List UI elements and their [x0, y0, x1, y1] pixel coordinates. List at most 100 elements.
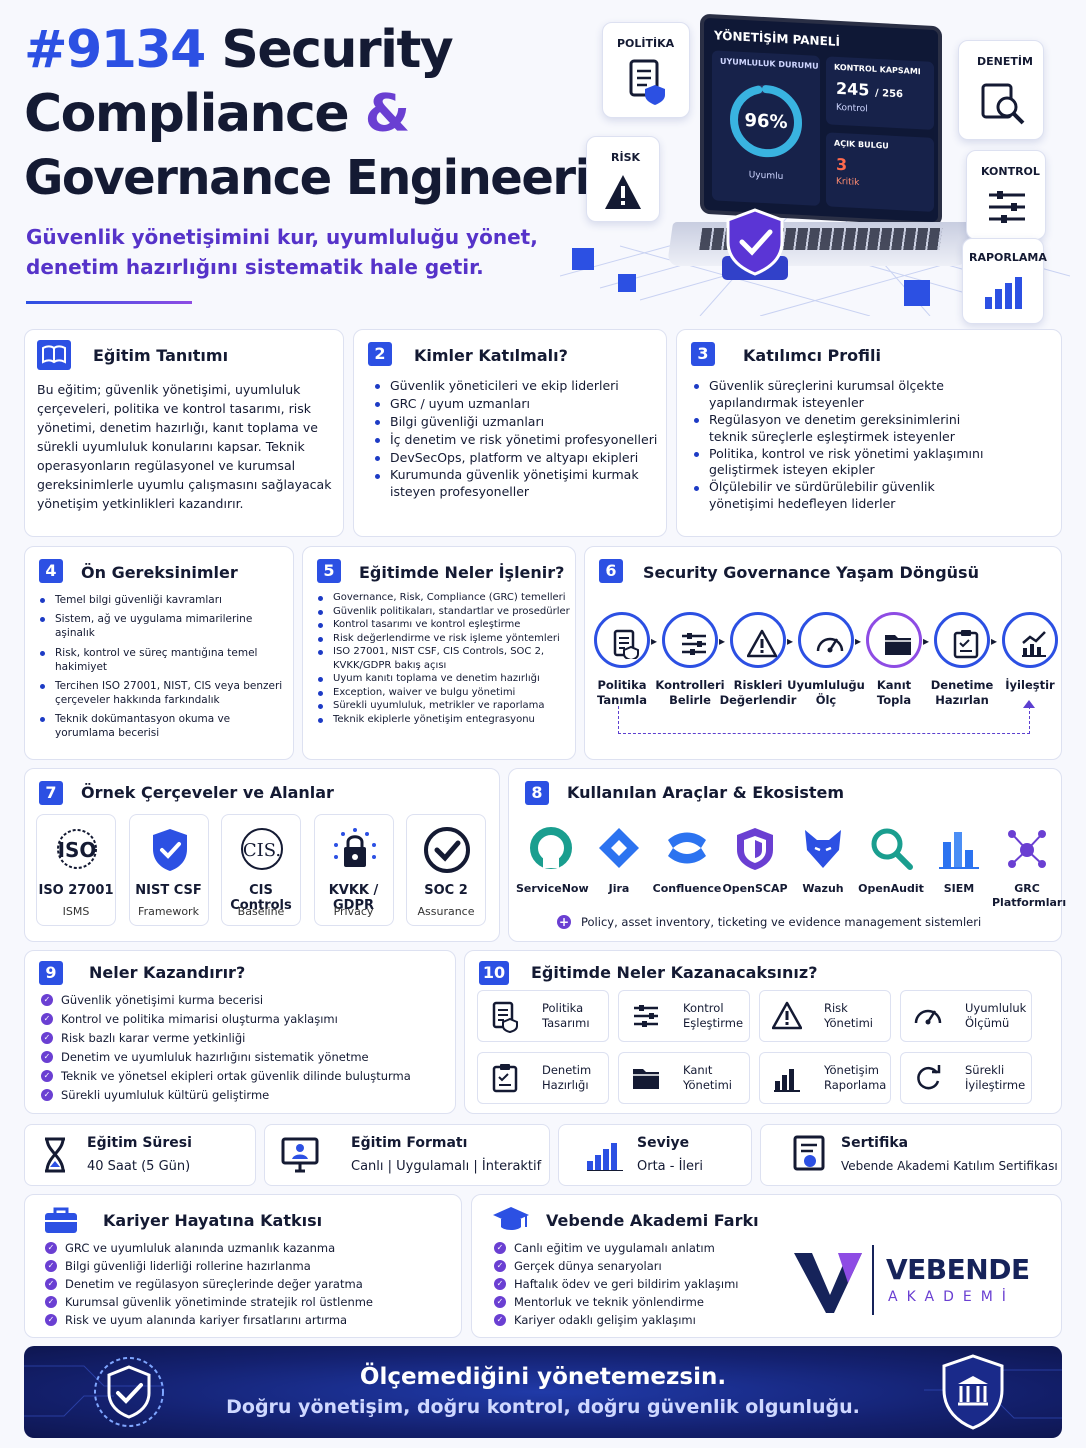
section-career: Kariyer Hayatına Katkısı GRC ve uyumlulu…: [24, 1194, 462, 1338]
hourglass-icon: [45, 1137, 65, 1173]
arrow-right-icon: ▸: [719, 634, 726, 648]
findings-card: AÇIK BULGU 3 Kritik: [826, 132, 934, 212]
list-item: GRC ve uyumluluk alanında uzmanlık kazan…: [43, 1239, 453, 1257]
list-item: Kontrol ve politika mimarisi oluşturma y…: [39, 1010, 449, 1028]
step-label-line2: Hazırlan: [935, 693, 989, 707]
tool-label: ServiceNow: [516, 882, 589, 896]
section-intro-body: Bu eğitim; güvenlik yönetişimi, uyumlulu…: [37, 382, 332, 511]
list-item: İç denetim ve risk yönetimi profesyonell…: [372, 432, 662, 449]
panel-title: YÖNETİŞİM PANELİ: [714, 28, 840, 49]
tool-label-line1: SIEM: [943, 882, 975, 895]
gain-label-line1: Risk: [824, 1001, 848, 1015]
audit-magnifier-icon: [981, 83, 1025, 125]
framework-subtitle: Framework: [138, 905, 199, 918]
framework-subtitle: Baseline: [237, 905, 285, 918]
padlock-icon: [333, 828, 376, 867]
open-book-icon: [37, 340, 71, 370]
tool-label: Confluence: [652, 882, 722, 896]
list-item: Sürekli uyumluluk kültürü geliştirme: [39, 1086, 449, 1104]
tool-label: OpenAudit: [856, 882, 926, 896]
section-number: 8: [525, 781, 549, 805]
graduation-cap-icon: [493, 1207, 529, 1230]
section-profile-title: Katılımcı Profili: [743, 346, 881, 365]
list-item: Politika, kontrol ve risk yönetimi yakla…: [691, 446, 1001, 480]
list-item: GRC / uyum uzmanları: [372, 396, 662, 413]
info-duration: Eğitim Süresi 40 Saat (5 Gün): [24, 1124, 256, 1186]
gauge-icon: [816, 637, 844, 653]
section-number: 5: [317, 559, 341, 583]
plus-icon: +: [557, 915, 571, 929]
gain-label-line2: Yönetimi: [824, 1016, 873, 1030]
tool-label-line1: GRC: [1014, 882, 1040, 895]
gain-label-line2: Tasarımı: [542, 1016, 590, 1030]
section-frameworks-title: Örnek Çerçeveler ve Alanlar: [81, 783, 334, 802]
step-label-line2: Ölç: [815, 693, 837, 707]
step-label-line1: Kontrolleri: [655, 678, 725, 692]
policy-document-icon: [629, 59, 665, 105]
shield-check-icon: [94, 1357, 164, 1427]
loop-line: [618, 706, 1030, 734]
arrow-right-icon: ▸: [855, 634, 862, 648]
list-item: Canlı eğitim ve uygulamalı anlatım: [492, 1239, 792, 1257]
compliance-ring-icon: [730, 85, 802, 158]
gain-label-line2: Yönetimi: [683, 1078, 732, 1092]
tool-label: Wazuh: [788, 882, 858, 896]
list-item: Teknik dokümantasyon okuma ve yorumlama …: [37, 712, 289, 740]
circuit-pattern-icon: [24, 1365, 1062, 1419]
tag-raporlama: RAPORLAMA: [962, 238, 1047, 324]
jira-logo-icon: [599, 828, 639, 868]
hero-subtitle: Güvenlik yönetişimini kur, uyumluluğu yö…: [26, 225, 538, 279]
framework-subtitle: Assurance: [417, 905, 475, 918]
section-number: 7: [39, 781, 63, 805]
section-lifecycle-title: Security Governance Yaşam Döngüsü: [643, 563, 979, 582]
tool-label-line2: Platformları: [992, 896, 1067, 909]
section-number: 10: [479, 961, 509, 985]
course-code: #9134: [24, 20, 206, 80]
list-item: Risk, kontrol ve süreç mantığına temel h…: [37, 646, 289, 674]
siem-bars-icon: [939, 832, 979, 869]
step-label-line1: Riskleri: [733, 678, 783, 692]
refresh-cycle-icon: [917, 1065, 941, 1090]
list-item: Haftalık ödev ve geri bildirim yaklaşımı: [492, 1275, 792, 1293]
section-audience: 2 Kimler Katılmalı? Güvenlik yöneticiler…: [353, 329, 667, 537]
gain-label-line1: Uyumluluk: [965, 1001, 1027, 1015]
list-item: Güvenlik yönetişimi kurma becerisi: [39, 991, 449, 1009]
lifecycle-step: [662, 612, 718, 668]
section-number: 6: [599, 559, 623, 583]
tool-label-line1: Confluence: [652, 882, 722, 895]
framework-name: NIST CSF: [135, 883, 202, 898]
arrow-right-icon: ▸: [923, 634, 930, 648]
list-item: Kurumsal güvenlik yönetiminde stratejik …: [43, 1293, 453, 1311]
list-item: Sistem, ağ ve uygulama mimarilerine aşin…: [37, 612, 289, 640]
gain-label-line1: Kanıt: [683, 1063, 713, 1077]
gain-label-line2: Raporlama: [824, 1078, 887, 1092]
lifecycle-step: [798, 612, 854, 668]
list-item: Güvenlik süreçlerini kurumsal ölçekte ya…: [691, 378, 1001, 412]
warning-icon: [747, 629, 777, 658]
brand-subtitle: AKADEMİ: [888, 1289, 1015, 1305]
list-item: Denetim ve regülasyon süreçlerinde değer…: [43, 1275, 453, 1293]
list-item: Risk değerlendirme ve risk işleme yöntem…: [315, 632, 575, 646]
confluence-logo-icon: [668, 832, 706, 864]
bar-chart-icon: [774, 1069, 800, 1092]
openaudit-magnifier-icon: [871, 828, 913, 870]
section-topics: 5 Eğitimde Neler İşlenir? Governance, Ri…: [302, 546, 576, 760]
cis-logo-icon: CIS.: [241, 828, 283, 870]
step-label-line1: Kanıt: [876, 678, 912, 692]
lifecycle-step: [1002, 612, 1058, 668]
section-audience-title: Kimler Katılmalı?: [414, 346, 568, 365]
list-item: Kariyer odaklı gelişim yaklaşımı: [492, 1311, 792, 1329]
section-gains-title: Eğitimde Neler Kazanacaksınız?: [531, 963, 818, 982]
list-item: Güvenlik politikaları, standartlar ve pr…: [315, 605, 575, 619]
policy-document-icon: [492, 1001, 518, 1033]
